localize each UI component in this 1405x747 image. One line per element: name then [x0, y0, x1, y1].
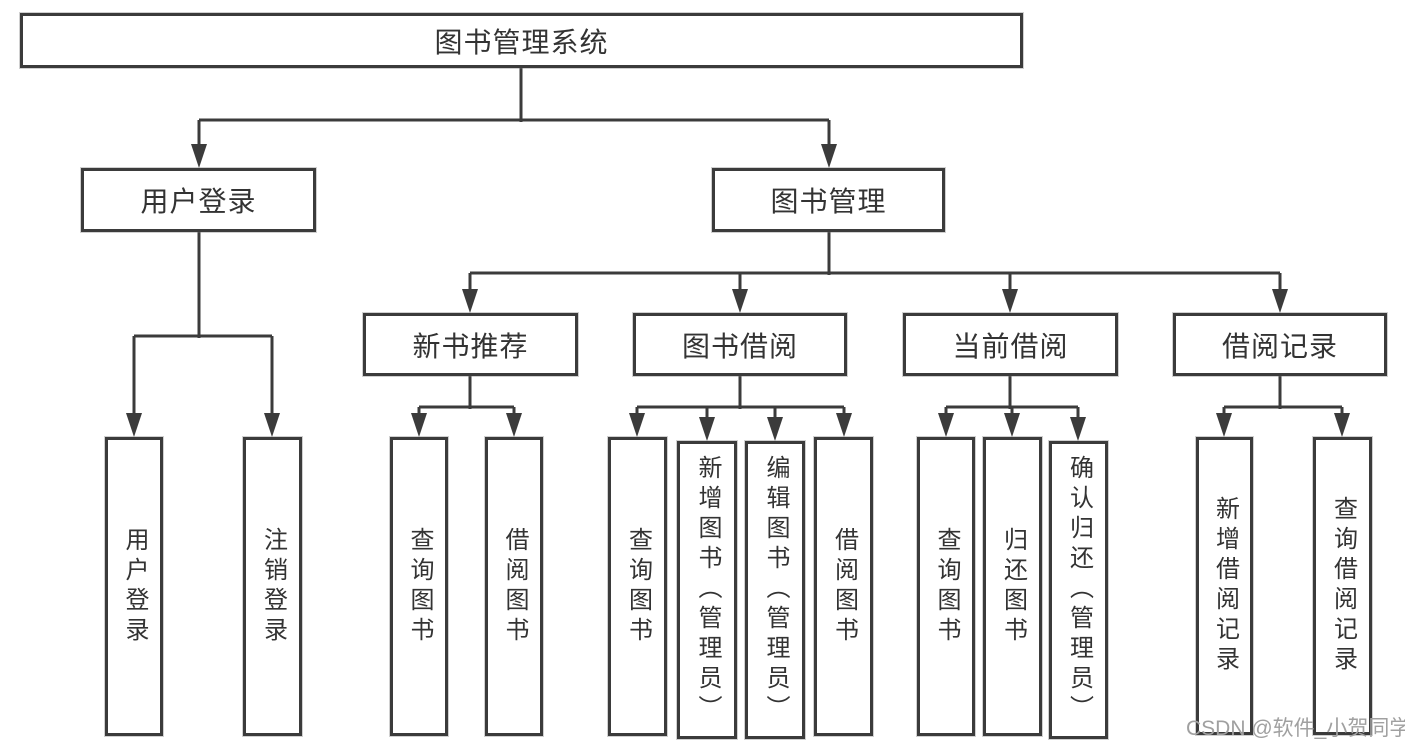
node-label: 图书管理系统 [434, 26, 609, 58]
node-label: 确认归还（管理员） [1065, 455, 1093, 725]
node-label: 图书管理 [770, 186, 887, 217]
node-label: 查询图书 [933, 526, 960, 647]
arrowhead-icon [411, 413, 427, 437]
arrowhead-icon [629, 413, 645, 437]
arrowhead-icon [938, 413, 954, 437]
node-borrow-books-recommend: 借阅图书 [485, 437, 543, 736]
arrowhead-icon [1272, 289, 1288, 313]
node-confirm-return-admin: 确认归还（管理员） [1049, 441, 1108, 739]
node-user-login: 用户登录 [105, 437, 163, 736]
node-current-borrowing: 当前借阅 [903, 313, 1118, 376]
node-book-borrowing: 图书借阅 [633, 313, 847, 376]
node-label: 注销登录 [259, 526, 287, 647]
node-label: 查询借阅记录 [1329, 496, 1357, 676]
arrowhead-icon [699, 417, 715, 441]
node-label: 新书推荐 [412, 330, 529, 362]
node-label: 用户登录 [140, 186, 257, 217]
node-query-books-recommend: 查询图书 [390, 437, 448, 736]
arrowhead-icon [1334, 413, 1350, 437]
connector-paths [132, 68, 1344, 422]
node-label: 借阅图书 [830, 526, 858, 647]
node-label: 用户登录 [121, 526, 148, 647]
node-label: 查询图书 [624, 526, 652, 647]
arrowhead-icon [264, 413, 280, 437]
node-library-system: 图书管理系统 [20, 13, 1023, 68]
node-return-books: 归还图书 [983, 437, 1042, 736]
node-label: 新增借阅记录 [1211, 496, 1239, 676]
node-logout: 注销登录 [243, 437, 302, 736]
arrowhead-icon [506, 413, 522, 437]
node-query-books-borrowing: 查询图书 [608, 437, 667, 736]
node-borrow-records: 借阅记录 [1173, 313, 1387, 376]
node-label: 归还图书 [999, 526, 1027, 647]
arrowhead-icon [1002, 289, 1018, 313]
node-label: 图书借阅 [681, 330, 798, 362]
arrowhead-icon [191, 144, 207, 168]
arrowhead-icon [462, 289, 478, 313]
arrowhead-icon [1004, 413, 1020, 437]
node-add-books-admin: 新增图书（管理员） [677, 441, 737, 739]
arrowhead-icon [767, 417, 783, 441]
node-label: 借阅记录 [1221, 330, 1338, 362]
arrowhead-icon [821, 144, 837, 168]
node-user-login-group: 用户登录 [81, 168, 316, 232]
node-label: 借阅图书 [501, 526, 528, 647]
arrowhead-icon [126, 413, 142, 437]
arrowhead-icon [836, 413, 852, 437]
node-add-borrow-record: 新增借阅记录 [1196, 437, 1253, 735]
node-borrow-books-borrowing: 借阅图书 [814, 437, 873, 736]
node-query-borrow-record: 查询借阅记录 [1313, 437, 1372, 735]
node-edit-books-admin: 编辑图书（管理员） [745, 441, 805, 739]
node-label: 查询图书 [406, 526, 433, 647]
arrowhead-icon [1070, 417, 1086, 441]
arrowhead-icon [732, 289, 748, 313]
node-book-management: 图书管理 [712, 168, 945, 232]
node-label: 当前借阅 [952, 330, 1069, 362]
csdn-watermark: CSDN @软件_小贺同学 [1186, 717, 1405, 740]
node-new-book-recommend: 新书推荐 [363, 313, 578, 376]
node-query-books-current: 查询图书 [917, 437, 975, 736]
arrowhead-icon [1216, 413, 1232, 437]
node-label: 新增图书（管理员） [694, 455, 721, 725]
node-label: 编辑图书（管理员） [762, 455, 789, 725]
